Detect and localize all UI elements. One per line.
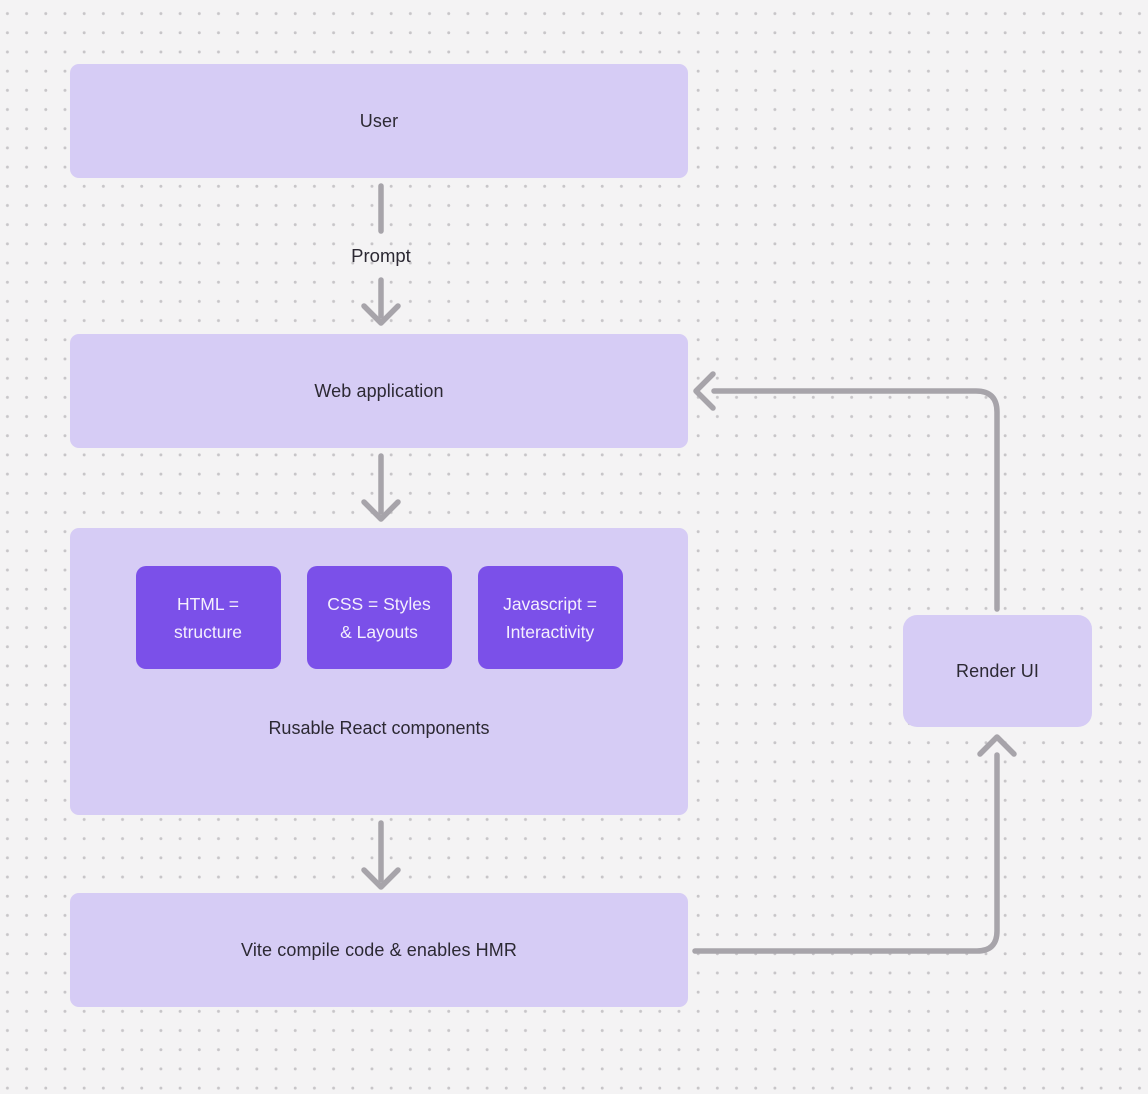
node-components-label: Rusable React components [268,718,490,738]
connector-line [711,388,1000,612]
arrowhead-down-icon [361,867,401,890]
node-render-ui-label: Render UI [956,660,1039,681]
edge-label-prompt: Prompt [351,245,411,266]
chip-javascript-line2: Interactivity [505,621,595,642]
connector-vite-to-renderui [692,734,1017,954]
node-vite[interactable]: Vite compile code & enables HMR [70,893,688,1007]
node-render-ui[interactable]: Render UI [903,615,1092,727]
chip-javascript-line1: Javascript = [503,593,597,614]
chip-html-line1: HTML = [176,593,240,614]
node-web-application[interactable]: Web application [70,334,688,448]
arrowhead-left-icon [693,371,716,411]
node-components-container[interactable]: HTML = structure CSS = Styles & Layouts … [70,528,688,815]
node-user[interactable]: User [70,64,688,178]
chip-javascript[interactable]: Javascript = Interactivity [477,566,623,669]
node-web-application-label: Web application [314,380,444,401]
connector-renderui-to-webapp [693,371,1000,612]
connector-line [692,752,1000,954]
chip-html[interactable]: HTML = structure [135,566,281,669]
arrowhead-down-icon [361,499,401,522]
chip-row: HTML = structure CSS = Styles & Layouts … [70,566,688,669]
chip-html-line2: structure [173,621,243,642]
arrowhead-up-icon [977,734,1017,757]
connector-webapp-to-components [361,453,401,522]
chip-css-line2: & Layouts [340,621,418,642]
arrowhead-down-icon [361,303,401,326]
chip-css-line1: CSS = Styles [327,593,431,614]
connector-components-to-vite [361,820,401,890]
chip-css[interactable]: CSS = Styles & Layouts [306,566,452,669]
node-vite-label: Vite compile code & enables HMR [241,939,517,960]
node-user-label: User [359,110,399,131]
